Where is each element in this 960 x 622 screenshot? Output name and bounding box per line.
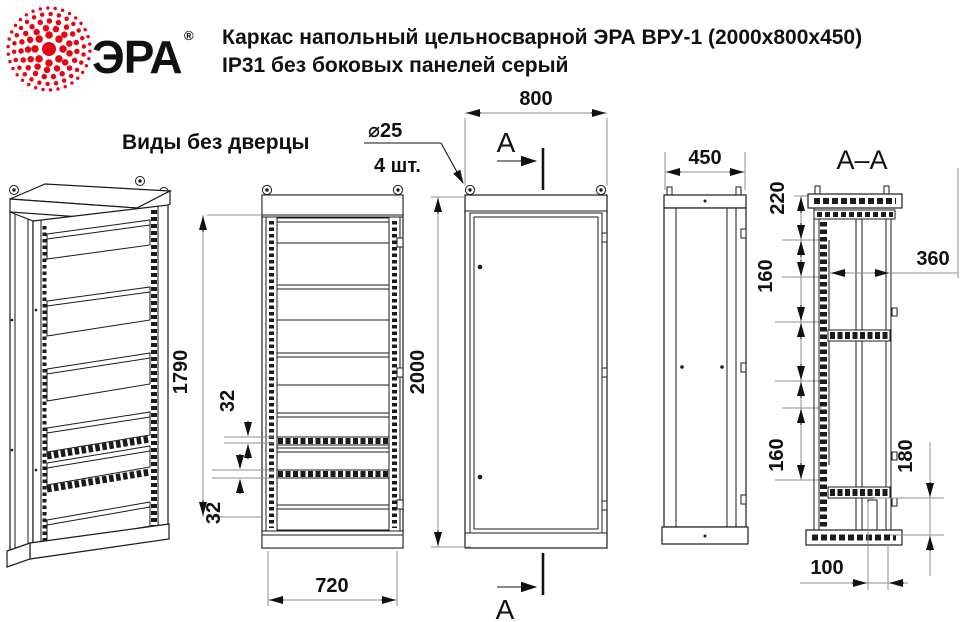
dim-front-width: 800 — [464, 88, 608, 186]
eyebolt-edge — [666, 186, 673, 196]
logo-dot-ring-2 — [24, 24, 74, 74]
hole-note: ⌀25 4 шт. — [364, 120, 464, 185]
section-marker-top-label: А — [497, 127, 516, 158]
dim-frame-width: 720 — [267, 551, 398, 606]
dim-base-depth: 100 — [800, 502, 908, 590]
dim-depth: 450 — [664, 147, 746, 190]
isometric-view — [6, 176, 173, 568]
eyebolt-icon — [261, 184, 404, 196]
dim-overall-height: 2000 — [407, 196, 471, 548]
title-line-1: Каркас напольный цельносварной ЭРА ВРУ-1… — [222, 26, 862, 49]
dim-top-offset-label: 220 — [767, 181, 789, 214]
dim-front-width-label: 800 — [519, 88, 552, 110]
hole-diameter-label: ⌀25 — [368, 120, 402, 142]
dim-inner-depth-label: 360 — [916, 248, 949, 270]
section-view — [805, 185, 903, 546]
front-frame-view — [261, 184, 404, 549]
dim-overall-height-label: 2000 — [407, 350, 429, 395]
title-line-2: IP31 без боковых панелей серый — [222, 54, 568, 77]
eyebolt-icon — [464, 184, 607, 196]
leader-arrow — [440, 142, 464, 185]
dim-frame-width-label: 720 — [315, 575, 348, 597]
logo-dot-ring-1 — [31, 31, 67, 67]
dim-rail-offset-top: 32 — [217, 390, 274, 459]
dim-depth-label: 450 — [688, 147, 721, 169]
logo-center-dot — [42, 42, 56, 56]
dim-rail-offset-top-label: 32 — [217, 390, 239, 412]
era-logo: ЭРА ® — [6, 6, 194, 92]
eyebolt-edge — [735, 186, 742, 196]
dim-bottom-offset-label: 180 — [895, 439, 917, 472]
section-marker-bottom: А — [496, 553, 545, 622]
din-rail — [46, 435, 151, 460]
dim-spacing-lower-label: 160 — [766, 438, 788, 471]
section-title: А–А — [836, 145, 887, 175]
dim-bottom-offset: 180 — [874, 439, 944, 576]
brand-text: ЭРА — [92, 31, 182, 83]
iso-panels — [46, 219, 151, 546]
dim-chain-vertical: 220 160 160 — [755, 181, 822, 481]
section-marker-bottom-label: А — [496, 594, 515, 622]
dim-frame-height-label: 1790 — [170, 350, 192, 395]
views-label: Виды без дверцы — [122, 131, 309, 154]
logo-dot-ring-4 — [11, 11, 87, 87]
side-view — [661, 186, 749, 545]
hole-count-label: 4 шт. — [374, 155, 421, 177]
section-marker-top: А — [497, 127, 545, 190]
dim-rail-offset-bottom-label: 32 — [203, 502, 225, 524]
page-title: Каркас напольный цельносварной ЭРА ВРУ-1… — [222, 26, 862, 77]
dim-base-depth-label: 100 — [810, 557, 843, 579]
logo-dot-ring-3 — [18, 18, 80, 80]
eyebolt-edge — [814, 185, 821, 195]
logo-dot-ring-5 — [6, 6, 92, 92]
front-panel-view — [464, 184, 608, 549]
dim-inner-depth: 360 — [830, 168, 959, 278]
dim-spacing-upper-label: 160 — [755, 259, 777, 292]
dim-rail-offset-bottom: 32 — [203, 454, 274, 524]
eyebolt-edge — [883, 185, 890, 195]
front-panels — [276, 217, 390, 531]
registered-mark: ® — [184, 28, 194, 43]
din-rail — [46, 468, 151, 493]
dim-frame-height: 1790 — [170, 214, 262, 518]
